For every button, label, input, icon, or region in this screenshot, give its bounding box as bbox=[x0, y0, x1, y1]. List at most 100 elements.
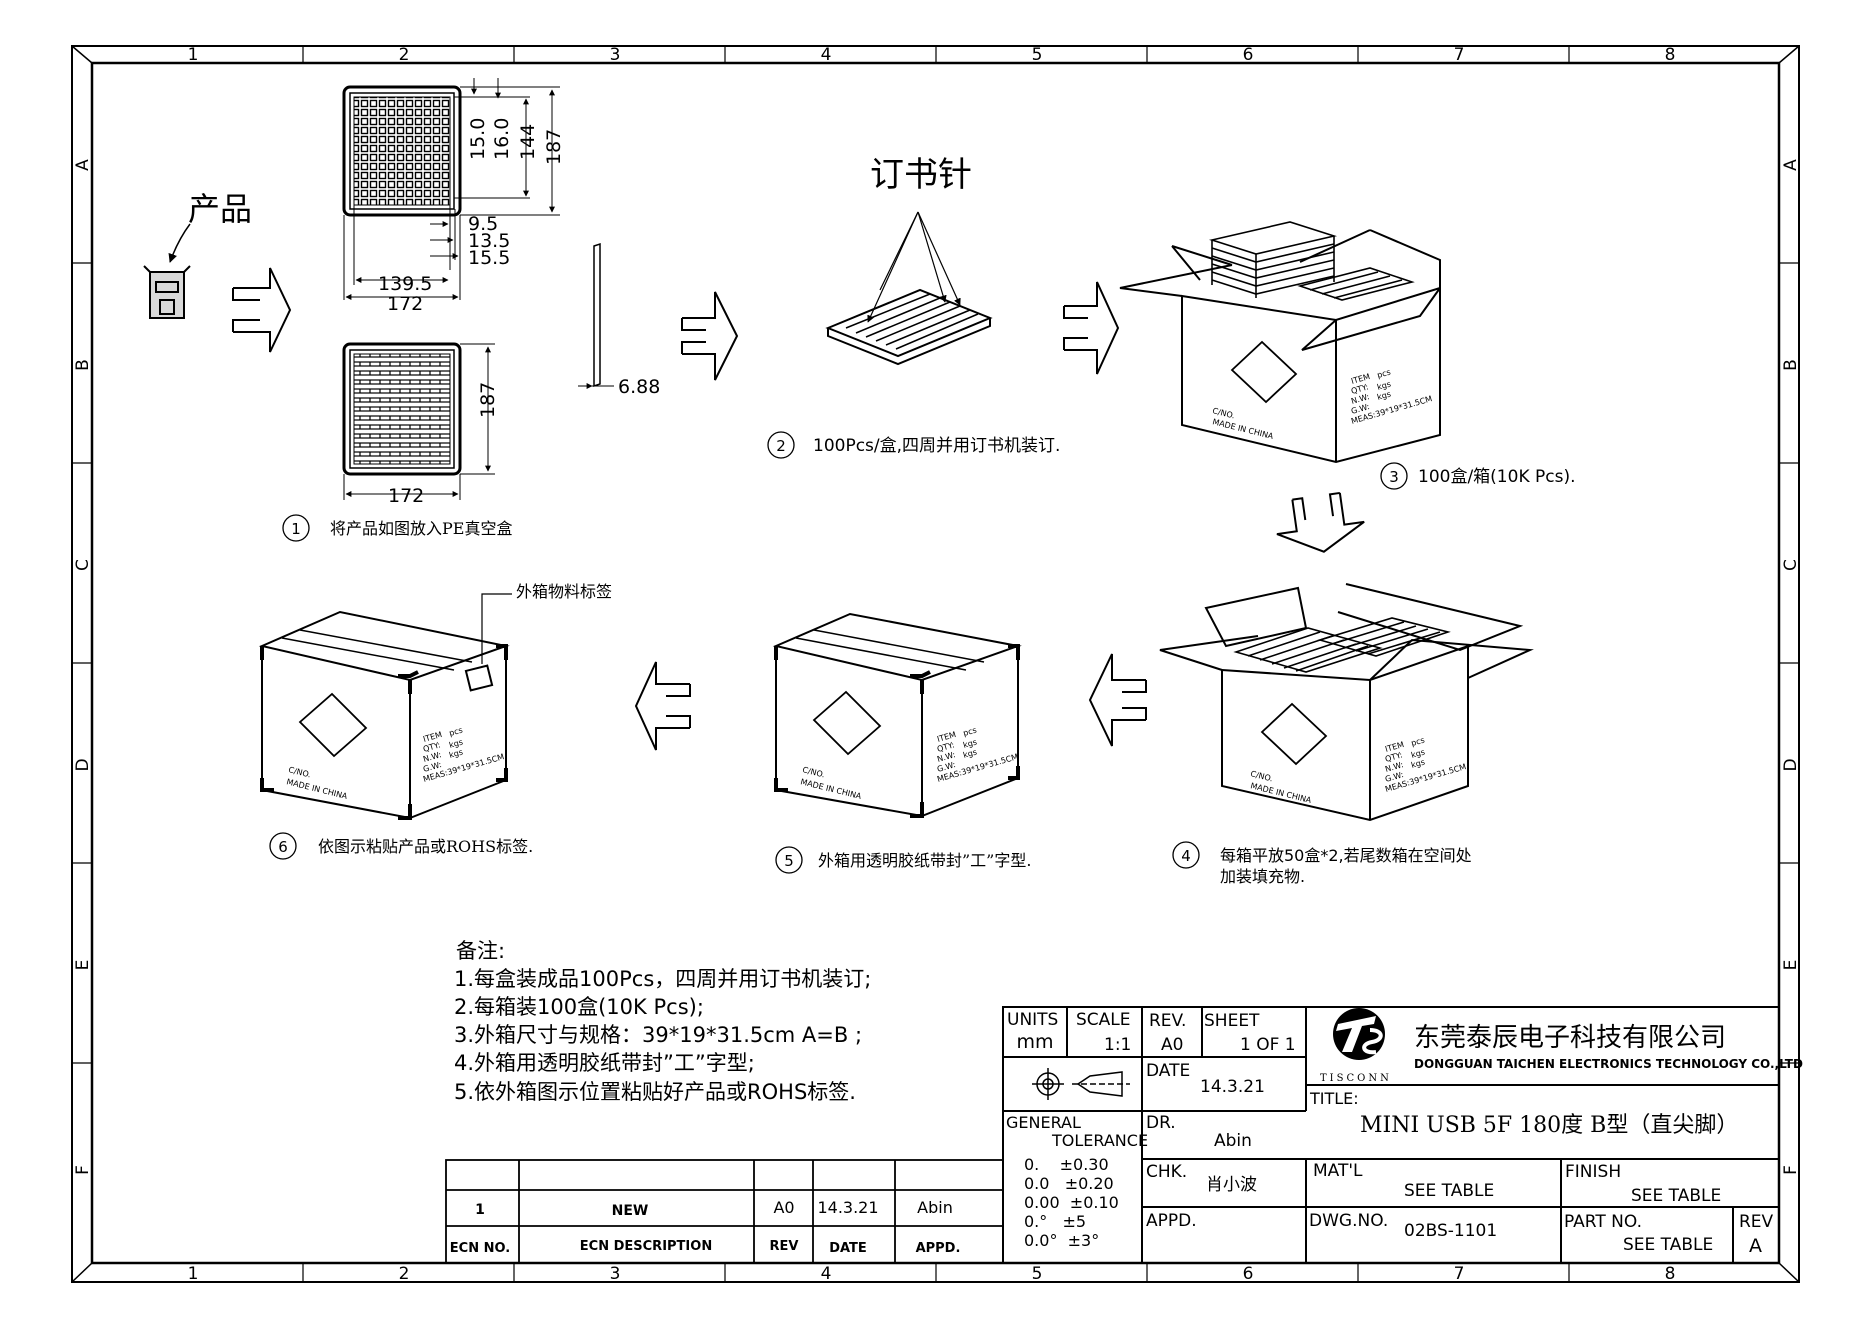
process-arrow-2 bbox=[681, 291, 739, 381]
box-kgs: kgs bbox=[1410, 747, 1426, 759]
title-block-texts: UNITS mm SCALE 1:1 REV. A0 SHEET 1 OF 1 … bbox=[1006, 1010, 1803, 1257]
step-text: 外箱用透明胶纸带封”工”字型. bbox=[818, 851, 1031, 870]
step-5: 5 外箱用透明胶纸带封”工”字型. bbox=[775, 846, 1031, 874]
dim-172: 172 bbox=[387, 293, 423, 315]
box-made: MADE IN CHINA bbox=[286, 777, 349, 801]
stapled-stack bbox=[825, 211, 993, 366]
product-label: 产品 bbox=[188, 190, 252, 228]
row-label: C bbox=[73, 559, 93, 571]
dwgno-value: 02BS-1101 bbox=[1404, 1221, 1497, 1241]
col-label: 6 bbox=[1243, 1264, 1254, 1284]
open-box-stacked bbox=[1119, 221, 1441, 464]
step-text: 100盒/箱(10K Pcs). bbox=[1418, 467, 1575, 487]
scale-value: 1:1 bbox=[1104, 1035, 1131, 1055]
sheet-label: SHEET bbox=[1204, 1011, 1260, 1031]
step-1: 1 将产品如图放入PE真空盒 bbox=[282, 514, 512, 542]
col-label: 3 bbox=[610, 1264, 621, 1284]
note-item: 1.每盒装成品100Pcs，四周并用订书机装订; bbox=[454, 967, 871, 991]
row-label: E bbox=[1781, 960, 1801, 971]
dim-9-5: 9.5 bbox=[468, 213, 498, 235]
tray-side-view bbox=[578, 242, 614, 389]
dim-thickness: 6.88 bbox=[618, 376, 660, 398]
tolerance-label: TOLERANCE bbox=[1051, 1131, 1148, 1150]
dr-label: DR. bbox=[1146, 1113, 1176, 1133]
closed-box-taped bbox=[772, 612, 1022, 818]
row-label: A bbox=[1781, 159, 1801, 171]
step-4: 4 每箱平放50盒*2,若尾数箱在空间处 加装填充物. bbox=[1172, 841, 1472, 886]
rev2-label: REV bbox=[1739, 1212, 1774, 1232]
col-label: 7 bbox=[1454, 1264, 1465, 1284]
ecn-desc-header: ECN DESCRIPTION bbox=[580, 1239, 712, 1254]
box-kgs: kgs bbox=[962, 737, 978, 749]
open-box-flat bbox=[1159, 583, 1534, 822]
logo-text: TISCONN bbox=[1320, 1073, 1392, 1084]
column-labels-bottom: 1 2 3 4 5 6 7 8 bbox=[188, 1264, 1676, 1284]
note-item: 2.每箱装100盒(10K Pcs); bbox=[454, 995, 704, 1019]
company-logo-icon bbox=[1333, 1008, 1385, 1060]
column-labels-top: 1 2 3 4 5 6 7 8 bbox=[188, 45, 1676, 65]
note-item: 3.外箱尺寸与规格：39*19*31.5cm A=B ; bbox=[454, 1023, 862, 1047]
step-number: 4 bbox=[1181, 847, 1191, 865]
step-text: 100Pcs/盒,四周并用订书机装订. bbox=[813, 436, 1060, 456]
step-text: 将产品如图放入PE真空盒 bbox=[330, 519, 512, 538]
box3-marks: ITEM QTY: N.W: G.W: MEAS:39*19*31.5CM pc… bbox=[1212, 368, 1434, 442]
row-label: E bbox=[73, 960, 93, 971]
ecn-appd-header: APPD. bbox=[916, 1241, 961, 1256]
process-arrow-3 bbox=[1063, 281, 1120, 375]
col-label: 4 bbox=[821, 1264, 832, 1284]
tray-dimension-texts: 15.0 16.0 144 187 9.5 13.5 15.5 139.5 17… bbox=[378, 118, 565, 315]
row-label: B bbox=[73, 359, 93, 371]
col-label: 8 bbox=[1665, 45, 1676, 65]
ecn-appd: Abin bbox=[917, 1198, 953, 1217]
box-kgs: kgs bbox=[1376, 389, 1392, 401]
ecn-rev: A0 bbox=[773, 1198, 794, 1217]
col-label: 2 bbox=[399, 45, 410, 65]
dim-139-5: 139.5 bbox=[378, 273, 432, 295]
rev-value: A0 bbox=[1161, 1035, 1183, 1055]
process-arrow-down bbox=[1276, 491, 1365, 553]
box4-marks: ITEM QTY: N.W: G.W: MEAS:39*19*31.5CM pc… bbox=[1250, 736, 1468, 806]
ecn-desc: NEW bbox=[612, 1203, 649, 1219]
process-arrow-1 bbox=[232, 267, 292, 353]
step-number: 5 bbox=[784, 852, 794, 870]
step-text: 依图示粘贴产品或ROHS标签. bbox=[318, 837, 533, 856]
ecn-no: 1 bbox=[475, 1202, 485, 1218]
col-label: 2 bbox=[399, 1264, 410, 1284]
stapler-label: 订书针 bbox=[870, 155, 972, 195]
step-number: 2 bbox=[776, 437, 786, 455]
units-value: mm bbox=[1016, 1031, 1053, 1053]
col-label: 4 bbox=[821, 45, 832, 65]
step-number: 1 bbox=[291, 520, 301, 538]
notes: 备注: 1.每盒装成品100Pcs，四周并用订书机装订; 2.每箱装100盒(1… bbox=[454, 939, 871, 1104]
tolerance-line: 0.00 ±0.10 bbox=[1024, 1193, 1119, 1212]
rev-label: REV. bbox=[1149, 1011, 1186, 1031]
row-label: A bbox=[73, 159, 93, 171]
dim-b187: 187 bbox=[477, 382, 499, 418]
row-labels-right: A B C D E F bbox=[1781, 159, 1801, 1175]
projection-symbol-icon bbox=[1032, 1068, 1130, 1100]
tray-bottom-view bbox=[342, 342, 462, 476]
usb-connector-icon bbox=[143, 265, 191, 319]
box-pcs: pcs bbox=[962, 726, 978, 738]
process-arrow-left-1 bbox=[1088, 653, 1147, 747]
process-arrow-left-2 bbox=[634, 661, 691, 751]
tray-top-view bbox=[342, 85, 462, 217]
row-label: B bbox=[1781, 359, 1801, 371]
outer-label-note: 外箱物料标签 bbox=[516, 582, 612, 601]
finish-value: SEE TABLE bbox=[1631, 1186, 1721, 1206]
step-2: 2 100Pcs/盒,四周并用订书机装订. bbox=[767, 431, 1060, 459]
box-kgs: kgs bbox=[1376, 379, 1392, 391]
box-made: MADE IN CHINA bbox=[1212, 417, 1275, 441]
chk-label: CHK. bbox=[1146, 1162, 1187, 1182]
box-kgs: kgs bbox=[1410, 757, 1426, 769]
row-label: C bbox=[1781, 559, 1801, 571]
col-label: 5 bbox=[1032, 45, 1043, 65]
dim-13-5: 13.5 bbox=[468, 230, 510, 252]
dr-value: Abin bbox=[1214, 1131, 1252, 1151]
tolerance-line: 0.° ±5 bbox=[1024, 1212, 1086, 1231]
row-label: F bbox=[73, 1165, 93, 1175]
col-label: 6 bbox=[1243, 45, 1254, 65]
date-value: 14.3.21 bbox=[1200, 1077, 1265, 1097]
row-label: D bbox=[73, 758, 93, 771]
